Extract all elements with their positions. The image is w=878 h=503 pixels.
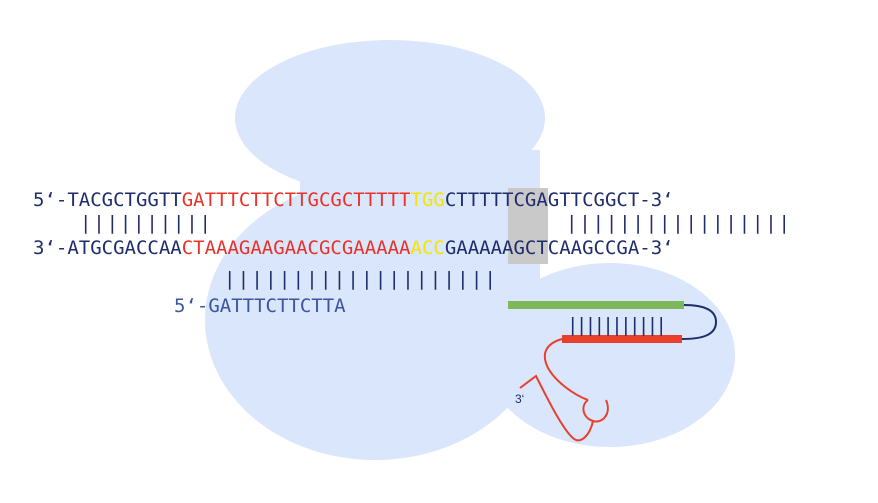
bottom-strand: 3‘-ATGCGACCAACTAAAGAAGAACGCGAAAAAACCGAAA… <box>33 237 674 259</box>
top-strand-prefix: 5‘-TACGCTGGTT <box>33 189 182 211</box>
bottom-strand-suffix: GAAAAAGCTCAAGCCGA-3‘ <box>445 237 674 259</box>
pam-highlight-box <box>508 188 548 264</box>
bottom-strand-prefix: 3‘-ATGCGACCAA <box>33 237 182 259</box>
guide-rna: 5‘-GATTTCTTCTTA <box>174 295 346 317</box>
scaffold-green-bar <box>508 301 684 309</box>
top-pairs-right: ||||||||||||||||| <box>566 212 790 234</box>
bottom-strand-pam: ACC <box>411 237 445 259</box>
scaffold-red-bar <box>562 335 682 343</box>
top-strand-pam: TGG <box>411 189 445 211</box>
scaffold-tail <box>519 338 609 442</box>
top-strand-suffix: CTTTTTCGAGTTCGGCT-3‘ <box>445 189 674 211</box>
scaffold-3prime-label: 3‘ <box>515 392 524 406</box>
top-pairs-left: |||||||||| <box>80 212 211 234</box>
bottom-strand-target: CTAAAGAAGAACGCGAAAAA <box>182 237 411 259</box>
top-strand: 5‘-TACGCTGGTTGATTTCTTCTTGCGCTTTTTTGGCTTT… <box>33 189 674 211</box>
rna-scaffold: ||||||||||| 3‘ <box>508 301 718 442</box>
scaffold-pairs: ||||||||||| <box>567 314 667 336</box>
protein-bridge <box>300 150 540 300</box>
scaffold-loop <box>681 304 718 340</box>
top-strand-target: GATTTCTTCTTGCGCTTTTT <box>182 189 411 211</box>
